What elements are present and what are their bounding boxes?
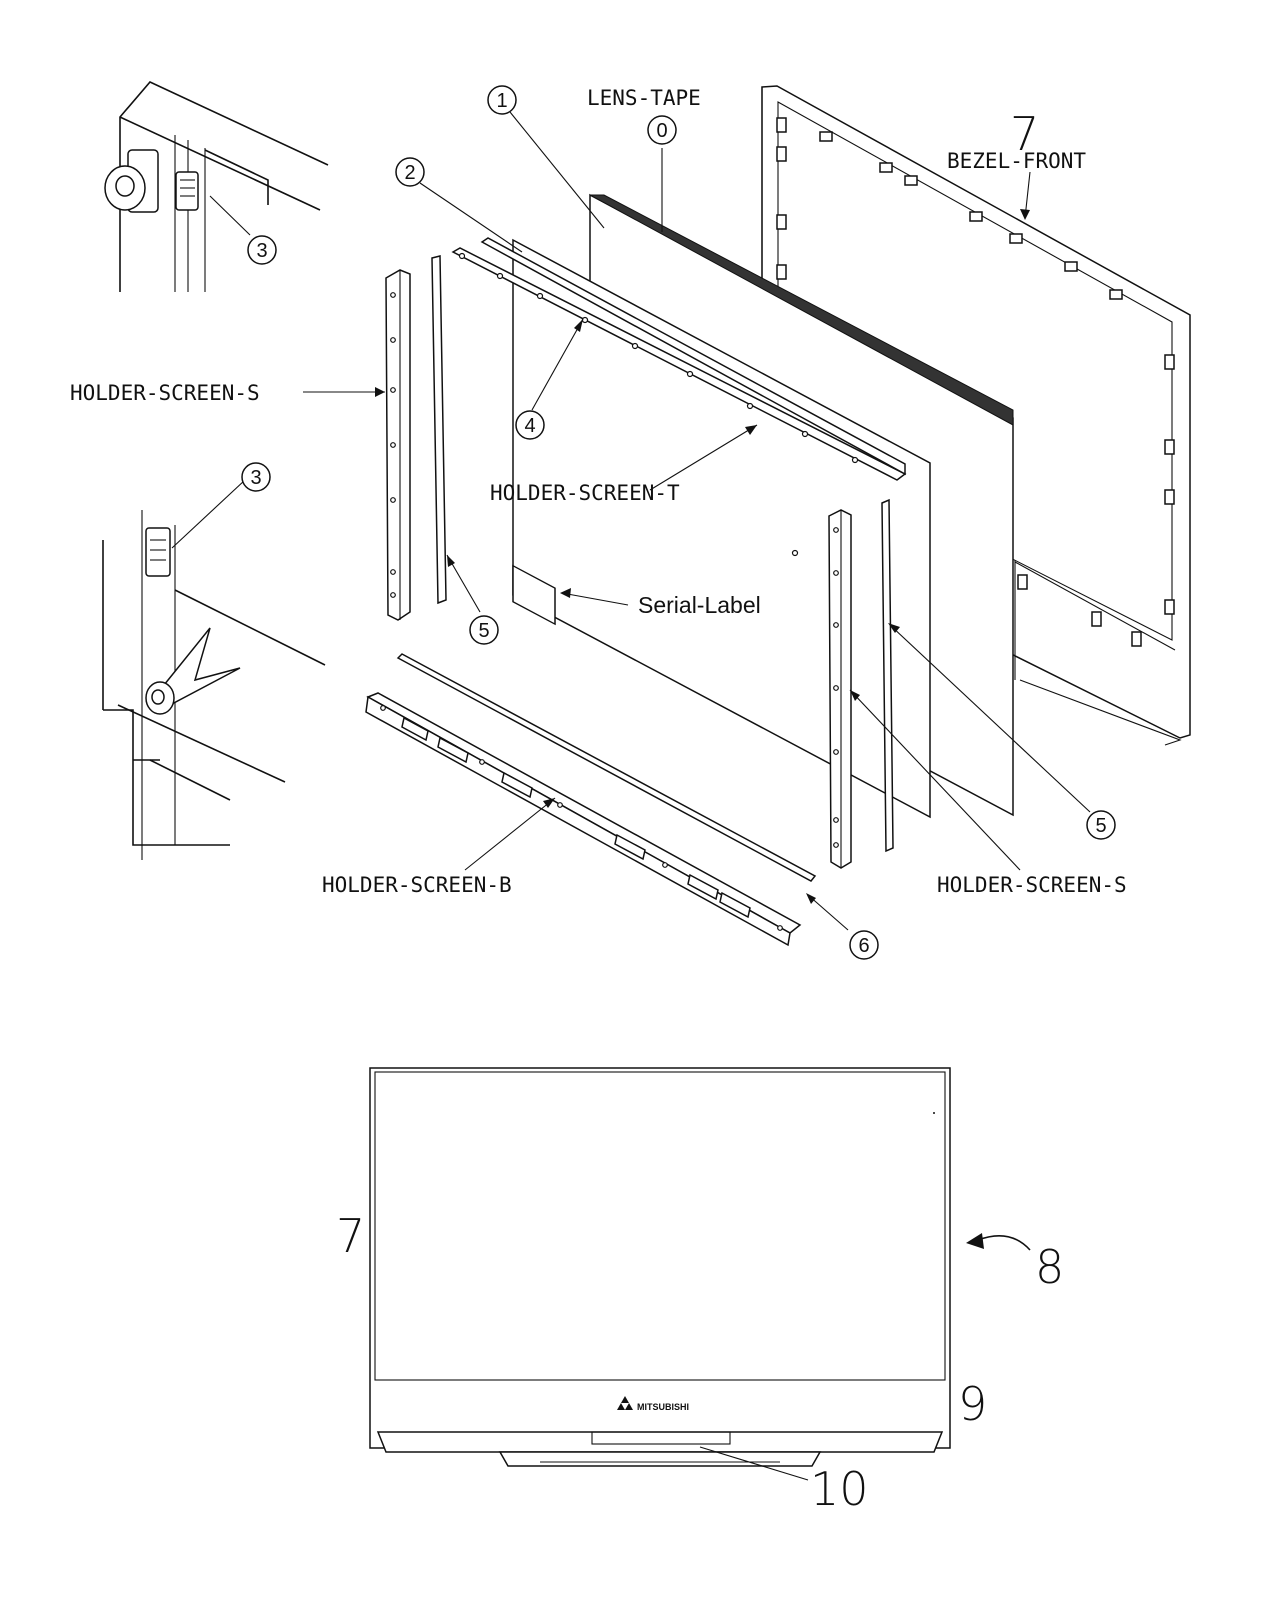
hand-9: 9 xyxy=(958,1377,987,1431)
callout-2: 2 xyxy=(395,157,425,187)
hand-8: 8 xyxy=(1035,1240,1064,1294)
hand-10: 10 xyxy=(810,1462,869,1516)
callout-5-left: 5 xyxy=(469,615,499,645)
label-holder-screen-s-right: HOLDER-SCREEN-S xyxy=(937,873,1127,897)
label-holder-screen-t: HOLDER-SCREEN-T xyxy=(490,481,680,505)
svg-text:4: 4 xyxy=(524,415,535,437)
callout-3-bottom: 3 xyxy=(241,462,271,492)
bezel-bosses xyxy=(776,117,1175,647)
holder-t-holes xyxy=(458,252,859,464)
label-bezel-front: BEZEL-FRONT xyxy=(947,149,1086,173)
brand-logo: MITSUBISHI xyxy=(617,1396,689,1412)
holder-screen-t xyxy=(451,237,907,481)
callout-4: 4 xyxy=(515,410,545,440)
holder-s-right-holes xyxy=(833,527,839,848)
svg-text:5: 5 xyxy=(478,620,489,642)
holder-b-slots xyxy=(380,705,783,931)
callout-0: 0 xyxy=(647,115,677,145)
holder-s-left-holes xyxy=(390,292,396,598)
holder-screen-b xyxy=(365,653,817,947)
callout-6: 6 xyxy=(849,930,879,960)
svg-text:0: 0 xyxy=(656,120,667,142)
holder-screen-s-right xyxy=(828,498,894,869)
lens-tape xyxy=(589,194,1014,426)
label-holder-screen-b: HOLDER-SCREEN-B xyxy=(322,873,512,897)
svg-text:3: 3 xyxy=(250,467,261,489)
tv-front-view: MITSUBISHI xyxy=(369,1067,951,1481)
svg-text:6: 6 xyxy=(858,935,869,957)
svg-text:5: 5 xyxy=(1095,815,1106,837)
svg-text:MITSUBISHI: MITSUBISHI xyxy=(637,1402,689,1412)
label-holder-screen-s-left: HOLDER-SCREEN-S xyxy=(70,381,260,405)
hand-7-top: 7 xyxy=(1010,107,1039,161)
label-serial-label: Serial-Label xyxy=(638,592,761,618)
hand-7-side: 7 xyxy=(336,1209,365,1263)
cabinet-detail-bottom xyxy=(102,479,326,860)
svg-text:3: 3 xyxy=(256,240,267,262)
svg-text:2: 2 xyxy=(404,162,415,184)
callout-5-right: 5 xyxy=(1086,810,1116,840)
leader-lines xyxy=(303,111,1091,931)
serial-label-patch xyxy=(512,564,556,626)
callout-1: 1 xyxy=(487,85,517,115)
callout-3-top: 3 xyxy=(247,235,277,265)
cabinet-detail-top xyxy=(104,81,329,292)
holder-screen-s-left xyxy=(385,255,447,621)
hand-8-arrow xyxy=(966,1233,1031,1251)
screen-panel xyxy=(512,238,931,819)
label-lens-tape: LENS-TAPE xyxy=(587,86,701,110)
svg-text:1: 1 xyxy=(496,90,507,112)
